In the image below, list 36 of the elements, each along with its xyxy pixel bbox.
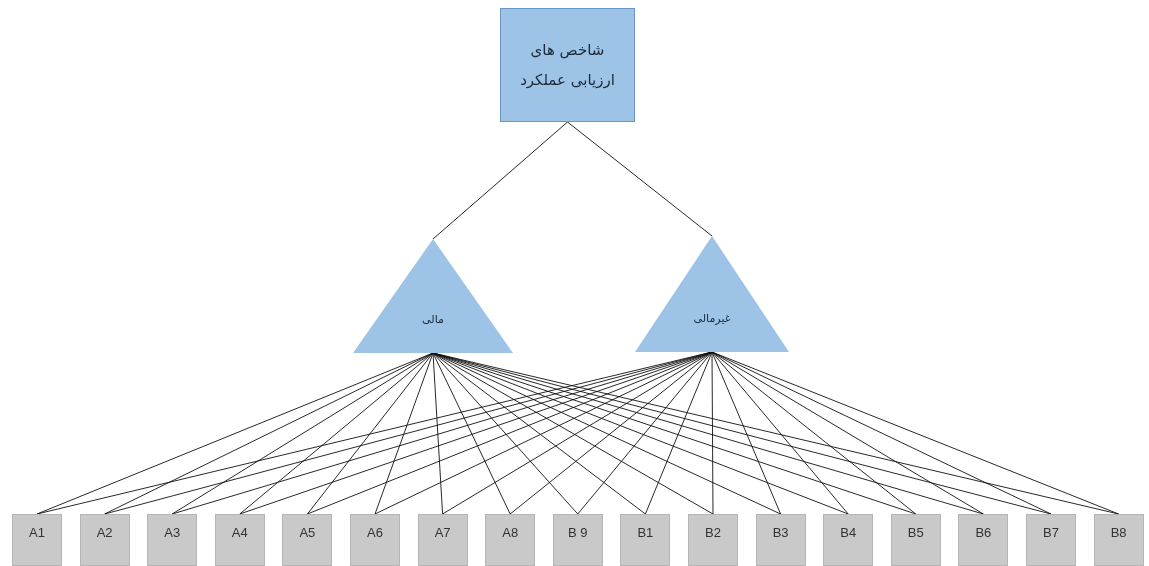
connector-line	[432, 352, 444, 515]
triangle-label: غیرمالی	[692, 312, 732, 325]
leaf-box: A2	[79, 514, 130, 566]
connector-line	[509, 351, 713, 515]
leaf-box: A8	[485, 514, 536, 566]
connector-line	[711, 351, 782, 515]
leaf-box: B8	[1093, 514, 1144, 566]
title-box: شاخص های ارزیابی عملکرد	[500, 8, 635, 122]
leaf-box: B 9	[552, 514, 603, 566]
connector-line	[432, 352, 579, 515]
connector-line	[711, 351, 849, 515]
leaf-box: B3	[755, 514, 806, 566]
leaf-box: A5	[282, 514, 333, 566]
connector-line	[644, 351, 713, 515]
connector-line	[432, 352, 646, 515]
leaf-box: B6	[958, 514, 1009, 566]
triangle-label: مالی	[421, 313, 445, 326]
connector-line	[577, 351, 713, 515]
connector-line	[711, 351, 917, 515]
leaf-box: B5	[890, 514, 941, 566]
connector-line	[306, 352, 434, 515]
leaf-box: A4	[214, 514, 265, 566]
connector-line	[239, 352, 434, 515]
leaf-box: B7	[1026, 514, 1076, 566]
connector-line	[374, 352, 434, 515]
leaf-box: B2	[688, 514, 738, 566]
leaf-box: B4	[823, 514, 874, 566]
connector-line	[711, 351, 714, 515]
leaf-box: A3	[147, 514, 198, 566]
connector-line	[432, 352, 511, 515]
leaf-box: A7	[417, 514, 468, 566]
connector-line	[432, 121, 568, 240]
leaf-box: A1	[12, 514, 62, 566]
leaf-box: B1	[620, 514, 671, 566]
leaf-box: A6	[350, 514, 400, 566]
connector-line	[567, 121, 713, 237]
